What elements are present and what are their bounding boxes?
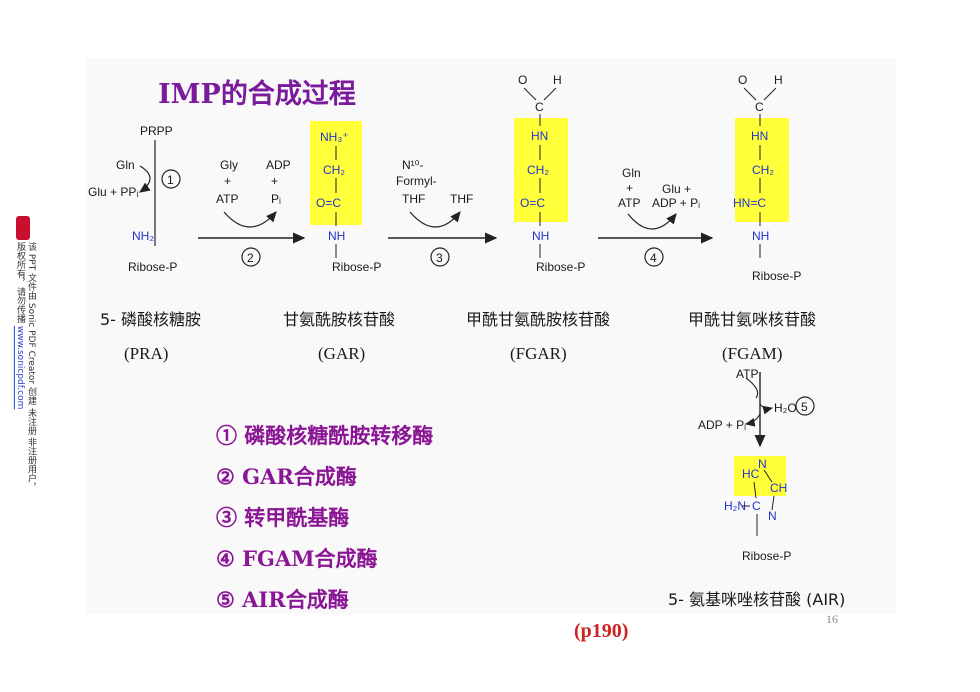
label-nh-gar: NH: [328, 229, 345, 243]
label-ribose-5: Ribose-P: [742, 549, 791, 563]
label-atp-4: ATP: [618, 196, 640, 210]
abbr-fgar: (FGAR): [510, 344, 567, 363]
label-hn-fgar: HN: [531, 129, 548, 143]
page-reference: (p190): [574, 620, 629, 642]
step-1: 1: [167, 173, 174, 187]
name-fgam: 甲酰甘氨咪核苷酸: [688, 310, 817, 329]
watermark-url[interactable]: www.sonicpdf.com: [15, 325, 25, 410]
name-fgar: 甲酰甘氨酰胺核苷酸: [466, 310, 611, 329]
label-glu-4: Glu +: [662, 182, 691, 196]
label-oc-fgar: O=C: [520, 196, 545, 210]
label-ch2-fgar: CH₂: [527, 163, 549, 177]
label-n10: N¹⁰-: [402, 158, 423, 172]
abbr-pra: (PRA): [124, 344, 169, 363]
label-hn-fgam: HN: [751, 129, 768, 143]
label-oc-gar: O=C: [316, 196, 341, 210]
label-hc-air: HC: [742, 467, 760, 481]
label-adp-pi-4: ADP + Pᵢ: [652, 196, 700, 210]
watermark-line: 该 PPT 文件由 Sonic PDF Creator 创建 未注册 非注册用户…: [15, 242, 36, 492]
enzyme-4: ④ FGAM合成酶: [216, 546, 378, 571]
label-thf-b: THF: [450, 192, 473, 206]
label-c-fgar: C: [535, 100, 544, 114]
label-c-air: C: [752, 499, 761, 513]
name-air: 5- 氨基咪唑核苷酸 (AIR): [668, 590, 846, 609]
label-gln-1: Gln: [116, 158, 135, 172]
label-glu-ppi: Glu + PPᵢ: [88, 185, 138, 199]
label-plus-4: +: [626, 181, 633, 195]
label-ribose-2: Ribose-P: [332, 260, 381, 274]
step-4: 4: [650, 251, 657, 265]
label-atp-2: ATP: [216, 192, 238, 206]
sonic-logo-icon: [16, 216, 30, 240]
label-ribose-1: Ribose-P: [128, 260, 177, 274]
highlight-air: [734, 456, 786, 496]
label-nh-fgam: NH: [752, 229, 769, 243]
name-gar: 甘氨酰胺核苷酸: [283, 310, 396, 329]
step-5: 5: [801, 400, 808, 414]
label-o-fgam: O: [738, 73, 747, 87]
label-nh-fgar: NH: [532, 229, 549, 243]
slide-number: 16: [826, 612, 838, 626]
label-nh3: NH₃⁺: [320, 130, 349, 144]
enzyme-5: ⑤ AIR合成酶: [216, 587, 349, 612]
label-adp-2: ADP: [266, 158, 291, 172]
label-pi-2: Pᵢ: [271, 192, 281, 206]
label-nh2: NH₂: [132, 229, 154, 243]
label-prpp: PRPP: [140, 124, 173, 138]
label-plus-2a: +: [224, 174, 231, 188]
label-gly: Gly: [220, 158, 238, 172]
label-hneq-fgam: HN=C: [733, 196, 766, 210]
label-n2-air: N: [768, 509, 777, 523]
name-pra: 5- 磷酸核糖胺: [100, 310, 202, 329]
label-c-fgam: C: [755, 100, 764, 114]
step-3: 3: [436, 251, 443, 265]
step-2: 2: [247, 251, 254, 265]
label-atp-5: ATP: [736, 367, 758, 381]
label-ribose-4: Ribose-P: [752, 269, 801, 283]
abbr-fgam: (FGAM): [722, 344, 783, 363]
label-h2o-5: H₂O: [774, 401, 797, 415]
watermark-text: 该 PPT 文件由 Sonic PDF Creator 创建 未注册 非注册用户…: [14, 242, 36, 492]
enzyme-2: ② GAR合成酶: [216, 464, 357, 489]
label-ribose-3: Ribose-P: [536, 260, 585, 274]
label-ch-air: CH: [770, 481, 787, 495]
label-ch2-fgam: CH₂: [752, 163, 774, 177]
label-gln-4: Gln: [622, 166, 641, 180]
label-adp-pi-5: ADP + Pᵢ: [698, 418, 746, 432]
highlight-fgar: [514, 118, 568, 222]
label-ch2-gar: CH₂: [323, 163, 345, 177]
enzyme-3: ③ 转甲酰基酶: [216, 505, 350, 530]
label-formyl: Formyl-: [396, 174, 437, 188]
label-h-fgam: H: [774, 73, 783, 87]
abbr-gar: (GAR): [318, 344, 366, 363]
enzyme-1: ① 磷酸核糖酰胺转移酶: [216, 423, 434, 448]
label-h2n-air: H₂N: [724, 499, 746, 513]
label-thf-a: THF: [402, 192, 425, 206]
label-o-fgar: O: [518, 73, 527, 87]
label-h-fgar: H: [553, 73, 562, 87]
slide-title: IMP的合成过程: [158, 79, 356, 110]
label-n1-air: N: [758, 457, 767, 471]
label-plus-2b: +: [271, 174, 278, 188]
highlight-fgam: [735, 118, 789, 222]
highlight-gar: [310, 121, 362, 225]
